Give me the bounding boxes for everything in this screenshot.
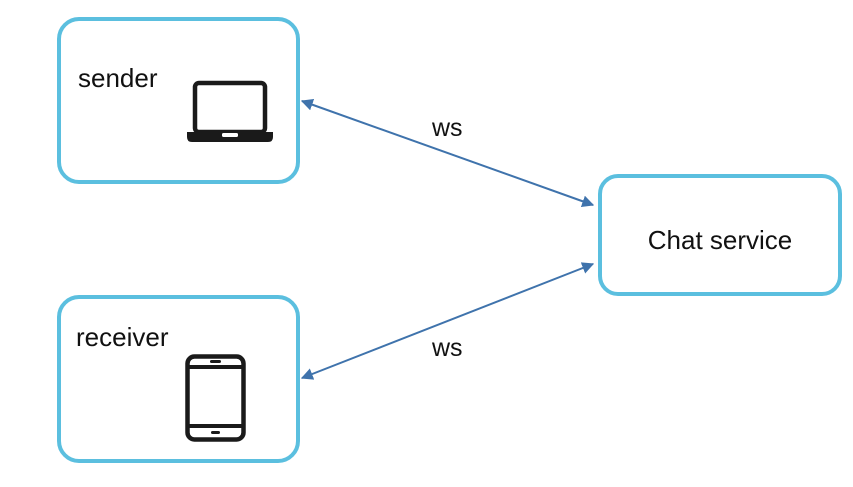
smartphone-icon [185,354,246,442]
sender-node: sender [57,17,300,184]
receiver-edge-label: ws [432,334,463,362]
chat-service-label: Chat service [647,225,793,255]
receiver-label: receiver [76,322,169,352]
sender-label: sender [78,63,158,93]
sender-edge-label: ws [432,114,463,142]
chat-service-node: Chat service [598,174,842,296]
laptop-icon [187,80,273,142]
receiver-node: receiver [57,295,300,463]
